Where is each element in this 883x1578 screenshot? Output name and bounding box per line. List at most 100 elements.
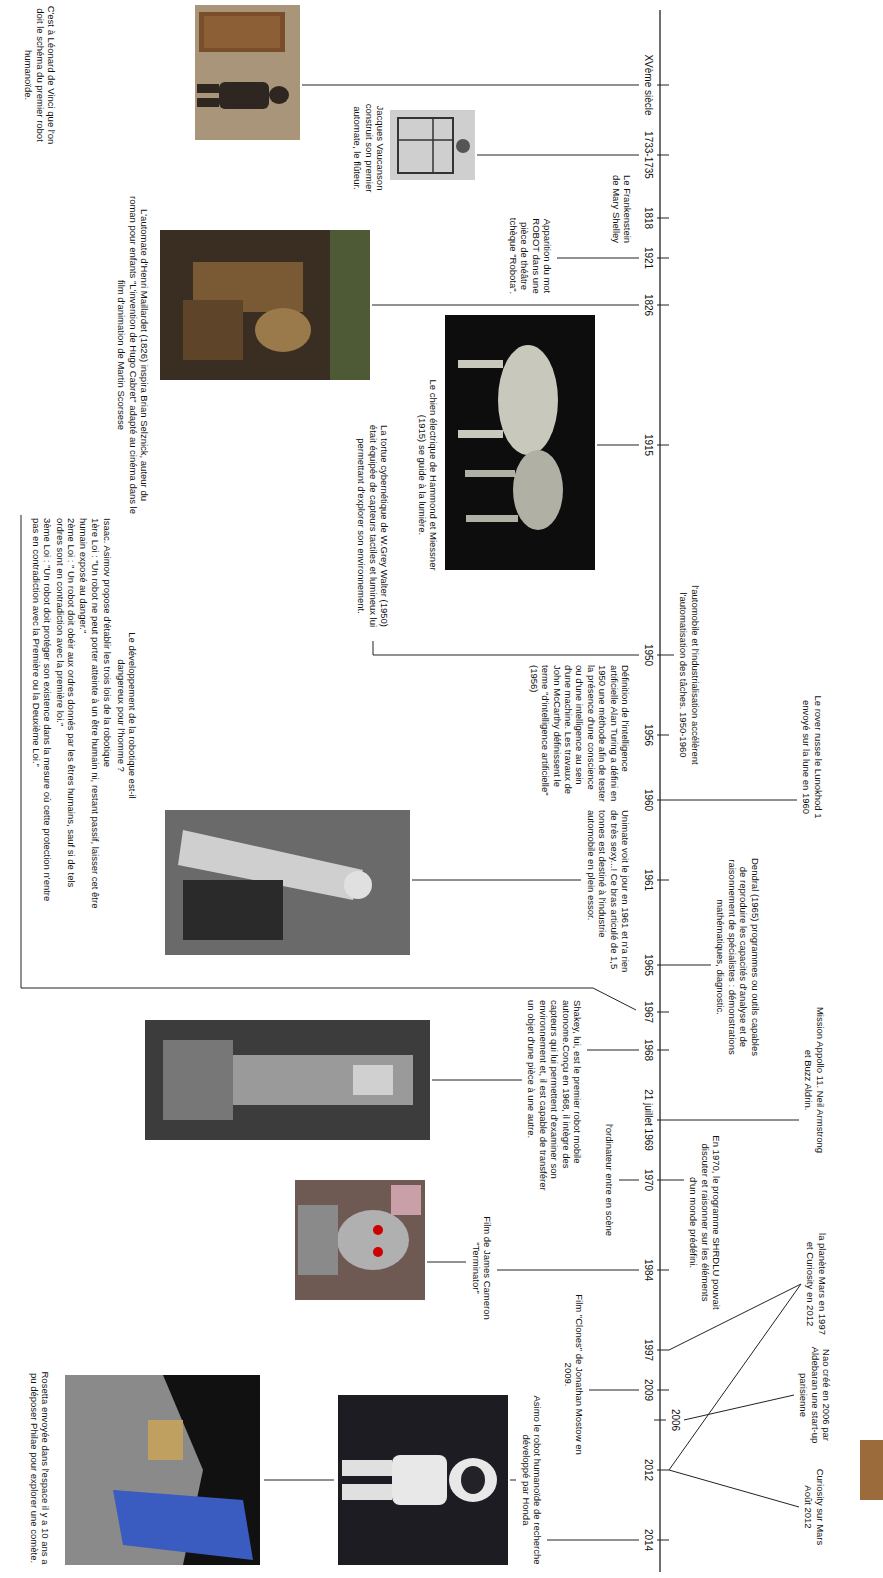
year-label: 21 juillet 1969 [642,1075,654,1165]
tick-mark [654,1420,666,1421]
year-label: 1733-1735 [642,110,654,200]
robotics-law-text: 3ème Loi : "Un robot doit protéger son e… [30,518,53,913]
year-label: 2009 [642,1345,654,1435]
leader-line [432,1080,522,1081]
leader-line [597,445,639,446]
leader-line [373,641,639,655]
caption-text: Film de James Cameron "Terminator" [470,1212,493,1324]
unimate-photo [165,810,410,955]
year-label: 1921 [642,213,654,303]
leader-line [21,515,636,1010]
leader-line [669,1284,801,1470]
tick-mark [657,1350,669,1351]
caption-text: Rosetta envoyée dans l'espace il y a 10 … [28,1368,51,1568]
caption-text: Définition de l'intelligence artificiell… [528,665,631,803]
tick-mark [657,1012,669,1013]
caption-text: C'est à Léonard de Vinci que l'on doit l… [23,5,57,145]
leader-line [669,800,797,801]
terminator-photo [295,1180,425,1300]
year-label: 1960 [642,755,654,845]
question-heading: Le développement de la robotique est-il … [115,621,138,811]
leader-line [669,1284,801,1350]
caption-text: Dendral (1965) programmes ou outils capa… [715,852,761,1062]
leonard-photo [195,5,300,140]
leader-line [264,1480,334,1481]
year-label: 1915 [642,400,654,490]
year-label: 1970 [642,1135,654,1225]
tick-mark [657,655,669,656]
year-label: XVème siècle [642,40,654,130]
timeline-axis [659,10,660,1572]
leader-line [619,1180,639,1181]
tick-mark [657,1180,669,1181]
tick-mark [657,155,669,156]
caption-text: La tortue cybernétique de W.Grey Walter … [356,415,390,637]
caption-text: Shakey, lui, est le premier robot mobile… [526,1000,583,1200]
year-label: 1956 [642,690,654,780]
leader-line [497,1270,639,1271]
leader-line [510,1480,516,1481]
hammond-dog-photo [445,315,595,570]
caption-text: L'automate d'Henri Maillardet (1826) ins… [116,195,150,515]
robotics-law-text: 1ère Loi : "Un robot ne peut porter atte… [78,518,101,913]
year-label: 1950 [642,610,654,700]
tick-mark [657,800,669,801]
tick-mark [657,445,669,446]
robotics-law-text: 2ème Loi : " Un robot doit obéir aux ord… [54,518,77,913]
caption-text: En 1970, le programme SHRDLU pouvait dis… [688,1135,722,1310]
leader-line [547,1540,639,1541]
caption-text: Mission Appollo 11. Neil Armstrong et Bu… [803,1005,826,1155]
caption-text: Curiosity sur Mars Août 2012 [803,1462,826,1552]
tick-mark [657,85,669,86]
caption-text: Apparition du mot ROBOT dans une pièce d… [507,212,553,300]
caption-text: l'automobile et l'industrialisation accé… [678,575,701,775]
leader-line [669,1180,684,1181]
year-label: 2006 [669,1375,681,1465]
leader-line [669,965,711,966]
year-label: 1826 [642,260,654,350]
caption-text: Le Frankenstein de Mary Shelley [610,170,633,248]
year-label: 1965 [642,920,654,1010]
tick-mark [657,258,669,259]
tick-mark [657,305,669,306]
caption-text: Unimate voit le jour en 1961 et n'a rien… [585,810,631,978]
robotics-law-text: Isaac. Asimov propose d'établir les troi… [102,518,113,913]
curiosity-photo [860,1440,883,1500]
leader-line [669,1470,799,1507]
leader-line [427,1262,466,1263]
tick-mark [657,1540,669,1541]
leader-line [589,1390,639,1391]
shakey-photo [145,1020,430,1140]
caption-text: Le chien électrique de Hammond et Miessn… [416,365,439,585]
tick-mark [657,218,669,219]
tick-mark [657,1470,669,1471]
tick-mark [657,1270,669,1271]
asimov-block: Le développement de la robotique est-il … [29,518,138,913]
leader-line [587,1050,639,1051]
caption-text: Jacques Vaucanson construit son premier … [352,92,386,204]
caption-text: Asimo le robot humanoïde de recherche dé… [520,1395,543,1565]
tick-mark [657,735,669,736]
caption-text: Nao créé en 2006 par Aldebaran une start… [798,1345,832,1445]
vaucanson-photo [390,110,475,180]
leader-lines [21,10,801,1572]
caption-text: l'ordinateur entre en scène [604,1115,615,1245]
year-label: 1968 [642,1005,654,1095]
leader-line [669,655,674,656]
tick-mark [657,1050,669,1051]
year-label: 1961 [642,835,654,925]
tick-mark [657,1120,669,1121]
leader-line [669,1120,799,1121]
asimo-photo [338,1395,508,1565]
leader-line [412,880,581,881]
caption-text: Film "Clones" de Jonathan Mostow en 2009… [562,1292,585,1457]
tick-mark [657,1390,669,1391]
rosetta-photo [65,1375,260,1565]
tick-mark [657,880,669,881]
maillardet-photo [160,230,370,380]
leader-line [477,155,639,156]
leader-line [372,305,639,306]
year-label: 2014 [642,1495,654,1578]
leader-line [684,1395,794,1420]
year-label: 1984 [642,1225,654,1315]
